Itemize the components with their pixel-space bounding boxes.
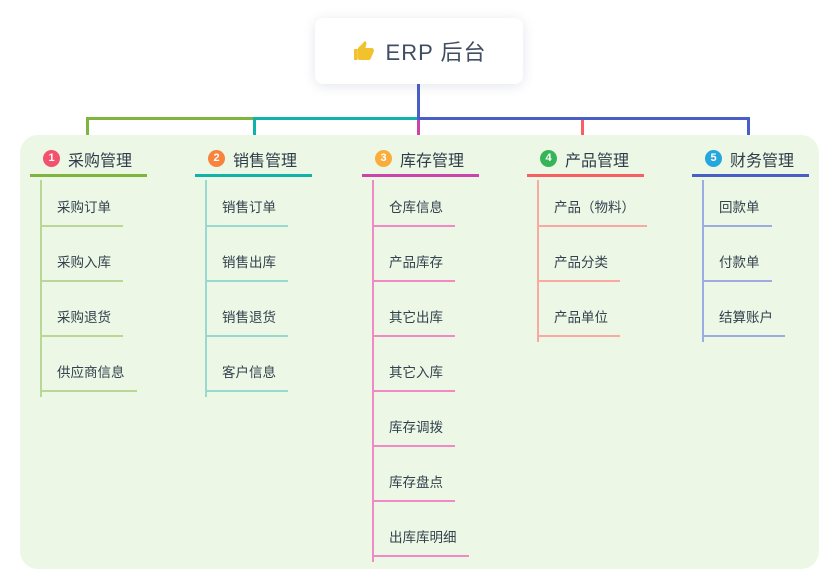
mindmap-node-item[interactable]: 客户信息 xyxy=(205,337,288,392)
branch-header[interactable]: 5 财务管理 xyxy=(692,143,809,177)
branch-label: 财务管理 xyxy=(730,152,795,170)
thumbs-up-icon xyxy=(352,39,376,63)
branch-product-management: 4 产品管理 产品（物料）产品分类产品单位 xyxy=(527,143,647,342)
connector-root-stub xyxy=(417,84,420,119)
mindmap-node-item[interactable]: 出库库明细 xyxy=(372,502,469,557)
branch-header[interactable]: 1 采购管理 xyxy=(30,143,147,177)
branch-label: 产品管理 xyxy=(565,152,630,170)
branch-items: 采购订单采购入库采购退货供应商信息 xyxy=(40,177,147,392)
branch-trunk-line xyxy=(40,180,42,397)
connector-horizontal-branch-5 xyxy=(417,117,750,120)
branch-label: 采购管理 xyxy=(68,152,133,170)
mindmap-node-item[interactable]: 产品（物料） xyxy=(537,177,647,227)
mindmap-node-item[interactable]: 付款单 xyxy=(702,227,772,282)
branch-trunk-line xyxy=(702,180,704,342)
mindmap-node-item[interactable]: 采购入库 xyxy=(40,227,123,282)
connector-horizontal-branch-1 xyxy=(86,117,256,120)
mindmap-node-item[interactable]: 销售出库 xyxy=(205,227,288,282)
mindmap-node-item[interactable]: 产品单位 xyxy=(537,282,620,337)
mindmap-node-item[interactable]: 采购退货 xyxy=(40,282,123,337)
branch-label: 库存管理 xyxy=(400,152,465,170)
branch-inventory-management: 3 库存管理 仓库信息产品库存其它出库其它入库库存调拨库存盘点出库库明细 xyxy=(362,143,479,562)
mindmap-node-item[interactable]: 销售退货 xyxy=(205,282,288,337)
branch-trunk-line xyxy=(205,180,207,397)
mindmap-node-item[interactable]: 产品库存 xyxy=(372,227,455,282)
branch-items: 仓库信息产品库存其它出库其它入库库存调拨库存盘点出库库明细 xyxy=(372,177,479,557)
mindmap-node-item[interactable]: 产品分类 xyxy=(537,227,620,282)
mindmap-node-item[interactable]: 其它出库 xyxy=(372,282,455,337)
mindmap-node-item[interactable]: 供应商信息 xyxy=(40,337,137,392)
branches-panel xyxy=(20,135,819,569)
mindmap-node-item[interactable]: 库存调拨 xyxy=(372,392,455,447)
branch-number-badge: 4 xyxy=(540,150,557,167)
branch-sales-management: 2 销售管理 销售订单销售出库销售退货客户信息 xyxy=(195,143,312,397)
mindmap-node-item[interactable]: 回款单 xyxy=(702,177,772,227)
branch-items: 回款单付款单结算账户 xyxy=(702,177,809,337)
branch-label: 销售管理 xyxy=(233,152,298,170)
branch-items: 销售订单销售出库销售退货客户信息 xyxy=(205,177,312,392)
branch-trunk-line xyxy=(537,180,539,342)
branch-header[interactable]: 3 库存管理 xyxy=(362,143,479,177)
mindmap-node-item[interactable]: 其它入库 xyxy=(372,337,455,392)
branch-header[interactable]: 2 销售管理 xyxy=(195,143,312,177)
mindmap-node-item[interactable]: 销售订单 xyxy=(205,177,288,227)
branch-trunk-line xyxy=(372,180,374,562)
branch-finance-management: 5 财务管理 回款单付款单结算账户 xyxy=(692,143,809,342)
mindmap-node-item[interactable]: 采购订单 xyxy=(40,177,123,227)
branch-number-badge: 3 xyxy=(375,150,392,167)
branch-number-badge: 1 xyxy=(43,150,60,167)
mindmap-node-item[interactable]: 仓库信息 xyxy=(372,177,455,227)
mindmap-node-item[interactable]: 结算账户 xyxy=(702,282,785,337)
branch-number-badge: 2 xyxy=(208,150,225,167)
branch-header[interactable]: 4 产品管理 xyxy=(527,143,644,177)
connector-horizontal-branch-2 xyxy=(253,117,419,120)
branch-number-badge: 5 xyxy=(705,150,722,167)
mindmap-node-item[interactable]: 库存盘点 xyxy=(372,447,455,502)
root-node-erp[interactable]: ERP 后台 xyxy=(315,18,523,84)
branch-items: 产品（物料）产品分类产品单位 xyxy=(537,177,647,337)
root-node-label: ERP 后台 xyxy=(385,40,487,65)
branch-purchase-management: 1 采购管理 采购订单采购入库采购退货供应商信息 xyxy=(30,143,147,397)
